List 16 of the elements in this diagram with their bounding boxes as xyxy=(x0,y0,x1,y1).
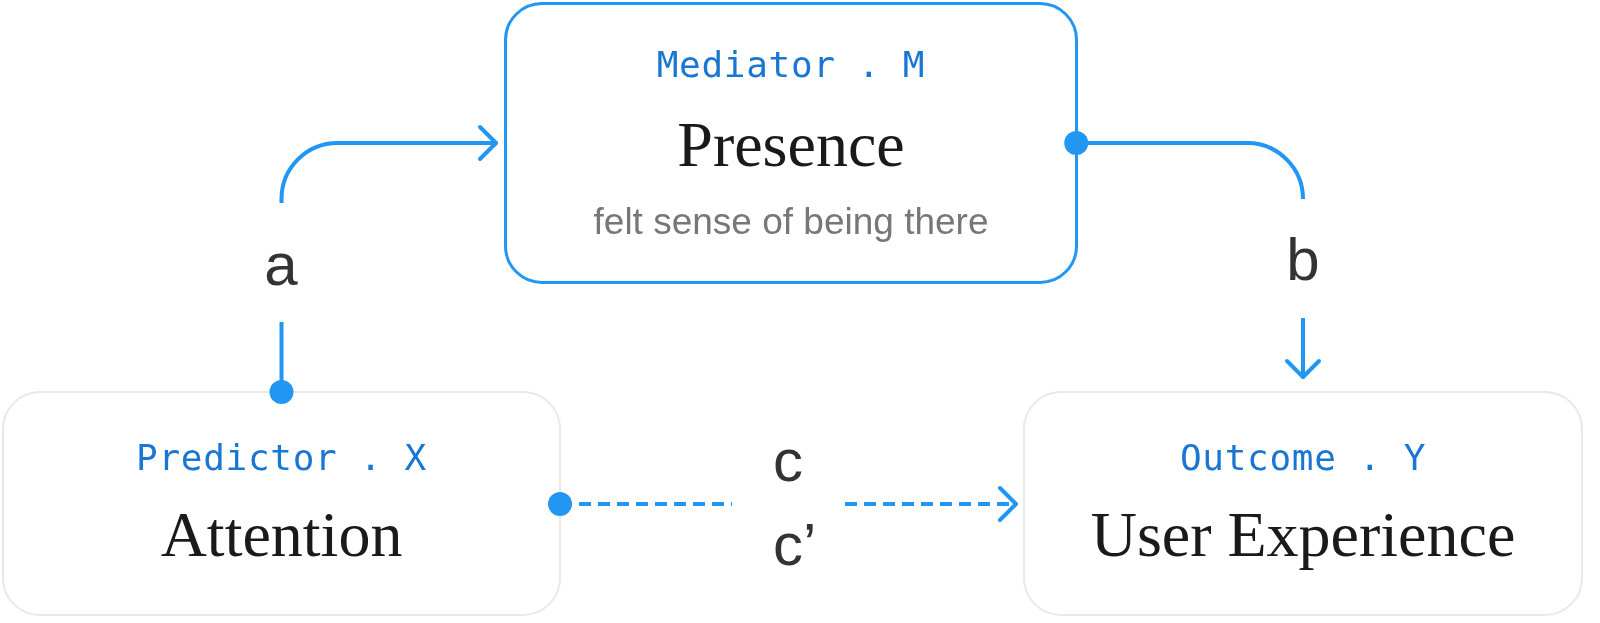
description-text: felt sense of being there xyxy=(593,203,989,241)
role-label: Outcome . Y xyxy=(1179,439,1427,476)
variable-box xyxy=(504,2,1078,284)
arrow xyxy=(269,125,498,404)
variable-box xyxy=(2,391,561,616)
role-label: Predictor . X xyxy=(136,439,427,476)
edge-label: b xyxy=(1286,230,1320,291)
edge-label: c xyxy=(773,431,803,492)
coefficient-label: c’ xyxy=(773,515,817,576)
variable-name: Presence xyxy=(677,112,905,177)
edge-label: a xyxy=(264,235,298,296)
variable-name: Attention xyxy=(160,503,403,568)
dashed-arrow xyxy=(548,486,1018,522)
role-label: Mediator . M xyxy=(656,47,926,83)
variable-name: User Experience xyxy=(1090,503,1516,568)
arrow xyxy=(1064,131,1321,379)
